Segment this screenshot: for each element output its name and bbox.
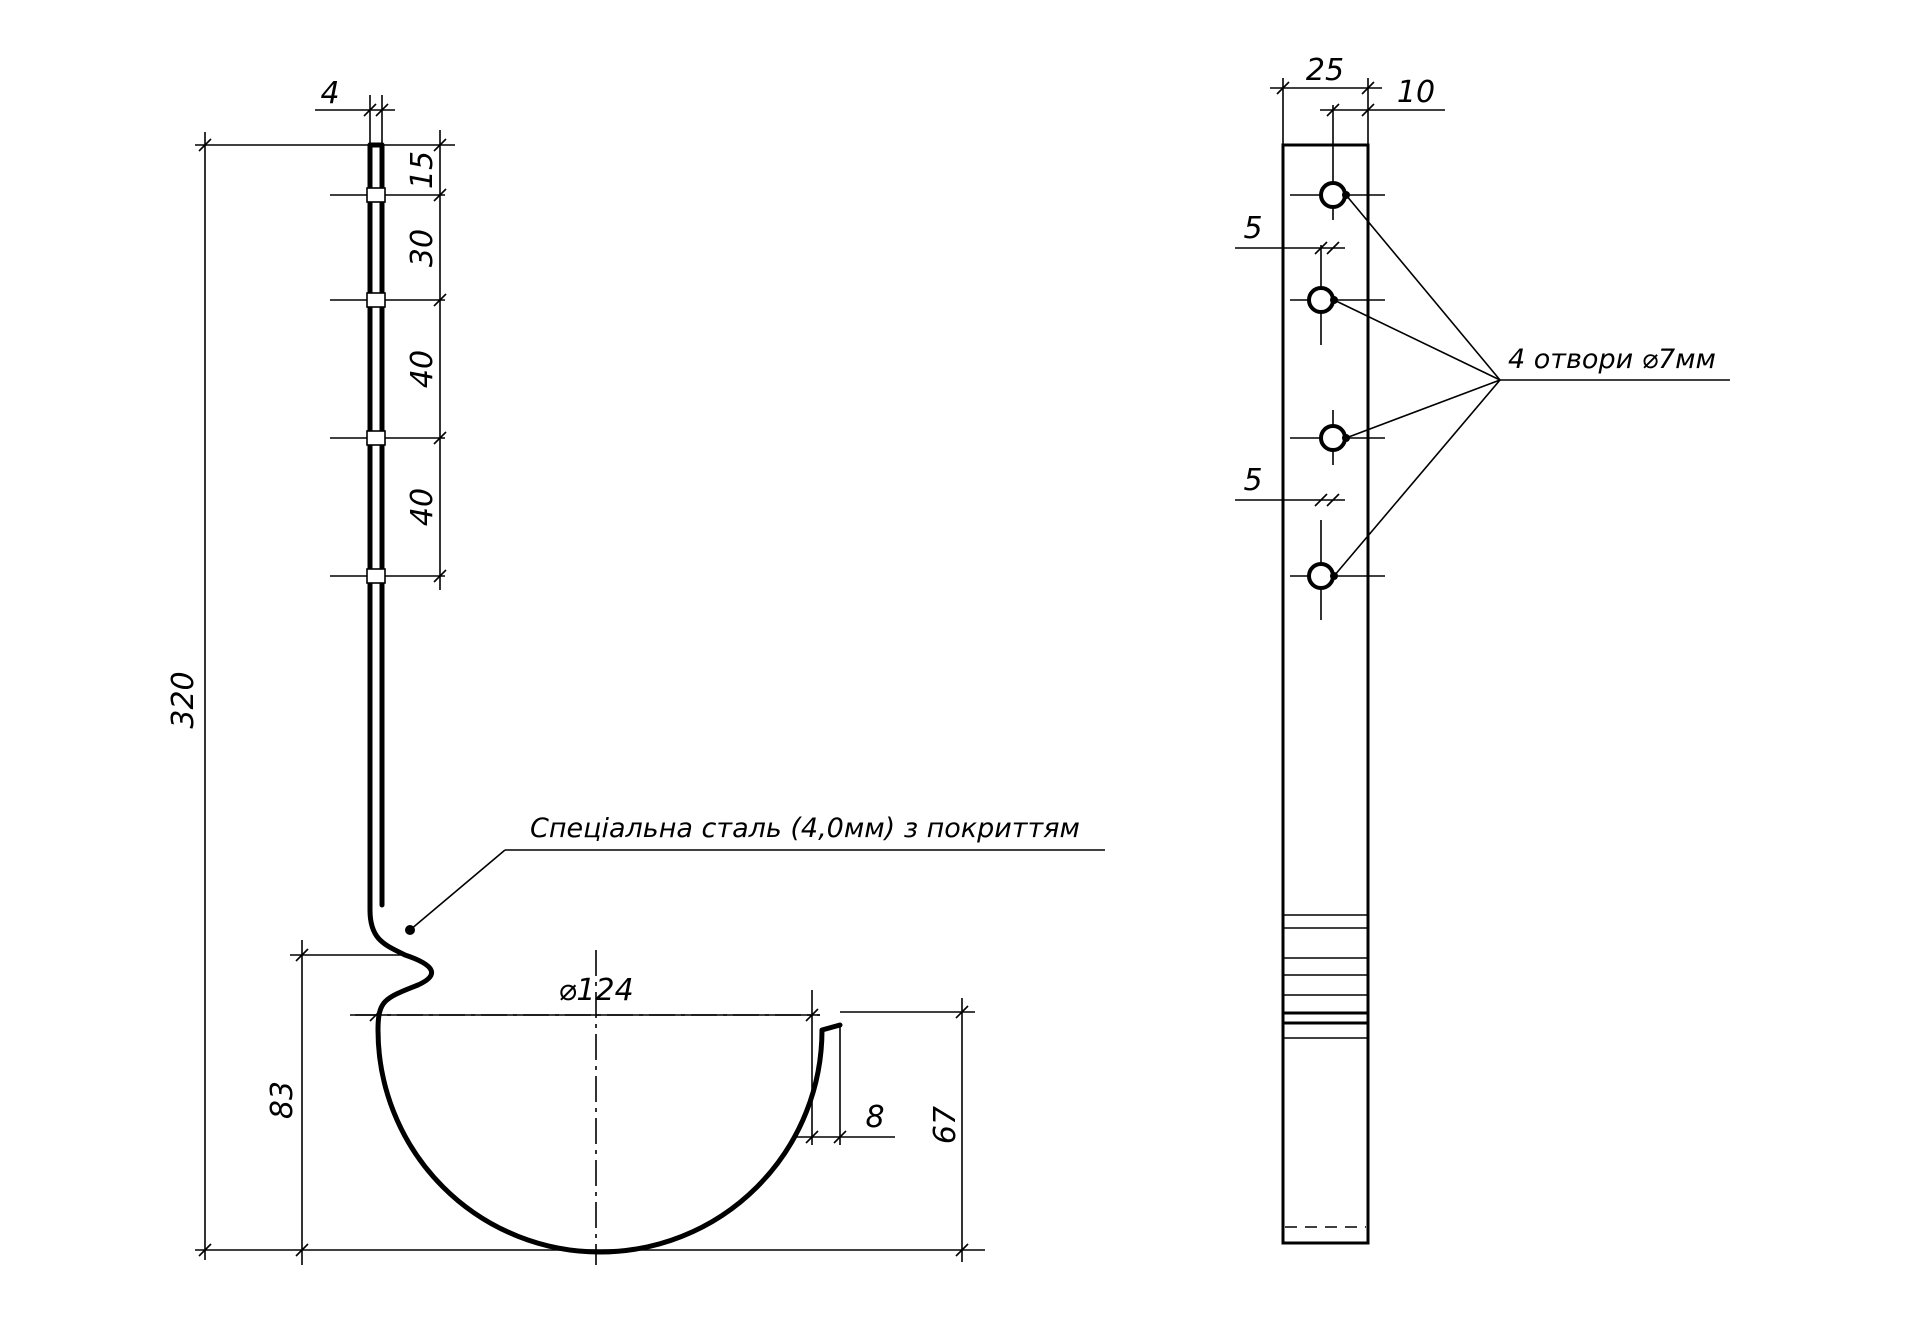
dim-hole-offset-label: 10: [1397, 75, 1435, 110]
dim-spacing-3-label: 40: [405, 488, 440, 526]
hole-3: [1290, 410, 1385, 465]
dim-stagger-top: 5: [1235, 211, 1345, 255]
bend-lines: [1283, 914, 1368, 1039]
hole-marks-side: [330, 187, 445, 584]
dim-lip-label: 8: [865, 1100, 884, 1135]
dim-total-height-label: 320: [166, 671, 201, 728]
dim-thickness-label: 4: [320, 76, 339, 111]
dim-gutter-diameter-label: ⌀124: [558, 973, 633, 1008]
dim-stagger-bottom: 5: [1235, 463, 1345, 507]
dim-strip-width-label: 25: [1306, 53, 1344, 88]
hole-4: [1290, 520, 1385, 620]
dim-stagger-top-label: 5: [1243, 211, 1262, 246]
dim-gutter-height: 83: [265, 940, 405, 1265]
dim-gutter-depth-label: 67: [928, 1106, 963, 1144]
dim-lip: 8: [795, 1025, 895, 1145]
strip-outline: [1281, 143, 1370, 1245]
material-leader: Спеціальна сталь (4,0мм) з покриттям: [405, 813, 1105, 935]
dim-strip-width: 25: [1270, 53, 1382, 145]
hole-2: [1290, 245, 1385, 345]
dim-gutter-height-label: 83: [265, 1081, 300, 1119]
dim-gutter-diameter: ⌀124: [350, 973, 820, 1025]
dim-spacing-1-label: 30: [405, 229, 440, 267]
hole-1: [1290, 170, 1385, 220]
dim-total-height: 320: [166, 132, 985, 1260]
dim-thickness: 4: [315, 76, 395, 145]
dim-hole-offset: 10: [1320, 75, 1445, 170]
material-note: Спеціальна сталь (4,0мм) з покриттям: [530, 813, 1080, 844]
front-view: 25 10 5 5: [1235, 53, 1730, 1245]
dim-hole-chain: 15 30 40 40: [382, 130, 455, 590]
dim-stagger-bottom-label: 5: [1243, 463, 1262, 498]
holes-note: 4 отвори ⌀7мм: [1508, 344, 1716, 375]
holes-leader: 4 отвори ⌀7мм: [1333, 194, 1730, 577]
side-view: 4 320 15 30 40 40: [166, 76, 1105, 1265]
dim-hole-offset-label: 15: [405, 151, 440, 189]
dim-spacing-2-label: 40: [405, 350, 440, 388]
dim-gutter-depth: 67: [840, 998, 975, 1262]
bracket-profile: [367, 142, 843, 1255]
